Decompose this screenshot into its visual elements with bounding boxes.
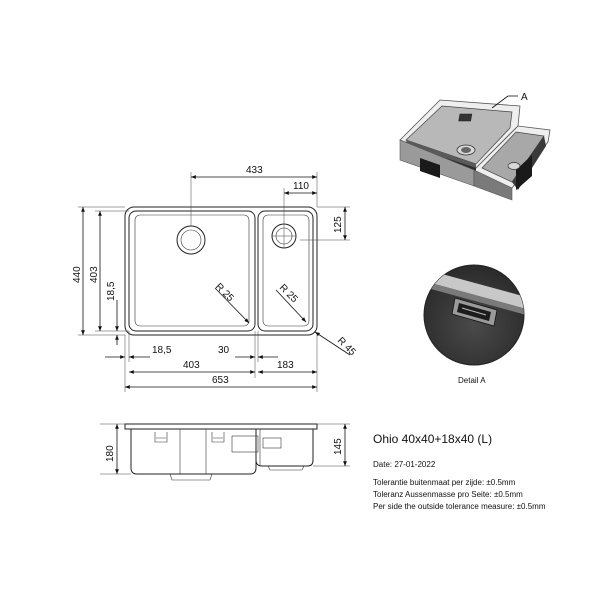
dimension-labels: 433 110 125 440 403 18,5 18,5 30 403 183… bbox=[72, 165, 358, 386]
detail-a-caption: Detail A bbox=[458, 376, 486, 385]
dim-145: 145 bbox=[333, 438, 344, 455]
sink-top-view bbox=[124, 206, 318, 336]
dim-440: 440 bbox=[72, 266, 83, 283]
outer-rim bbox=[124, 206, 318, 336]
radius-25-small: R 25 bbox=[277, 282, 300, 305]
small-bowl-inner bbox=[262, 214, 310, 327]
dim-403-horizontal: 403 bbox=[183, 360, 200, 371]
overflow-box bbox=[231, 435, 259, 453]
product-title: Ohio 40x40+18x40 (L) bbox=[373, 432, 493, 446]
small-bowl-outer bbox=[257, 210, 314, 332]
drain-below bbox=[169, 473, 213, 481]
sink-3d-render: A bbox=[399, 92, 551, 201]
drawing-date: Date: 27-01-2022 bbox=[373, 460, 436, 469]
sink-side-view: 180 145 bbox=[100, 423, 350, 481]
dim-30: 30 bbox=[218, 345, 230, 356]
dim-180: 180 bbox=[105, 445, 116, 462]
dim-183: 183 bbox=[277, 360, 294, 371]
callout-a-label: A bbox=[521, 92, 528, 103]
tolerance-english: Per side the outside tolerance measure: … bbox=[373, 502, 546, 511]
dim-18-5-horizontal: 18,5 bbox=[152, 345, 172, 356]
dim-125: 125 bbox=[333, 216, 344, 233]
large-bowl-inner bbox=[134, 214, 250, 327]
dim-403-vertical: 403 bbox=[89, 266, 100, 283]
dim-653: 653 bbox=[212, 375, 229, 386]
dimension-lines bbox=[78, 172, 351, 392]
tolerance-german: Toleranz Aussenmasse pro Seite: ±0.5mm bbox=[373, 490, 523, 499]
detail-a-view bbox=[423, 264, 525, 366]
dim-18-5-vertical: 18,5 bbox=[106, 281, 117, 301]
tolerance-dutch: Tolerantie buitenmaat per zijde: ±0.5mm bbox=[373, 478, 516, 487]
radius-25-large: R 25 bbox=[213, 281, 236, 304]
large-bowl-outer bbox=[128, 210, 256, 332]
dim-433: 433 bbox=[246, 165, 263, 176]
dim-110: 110 bbox=[293, 181, 309, 192]
